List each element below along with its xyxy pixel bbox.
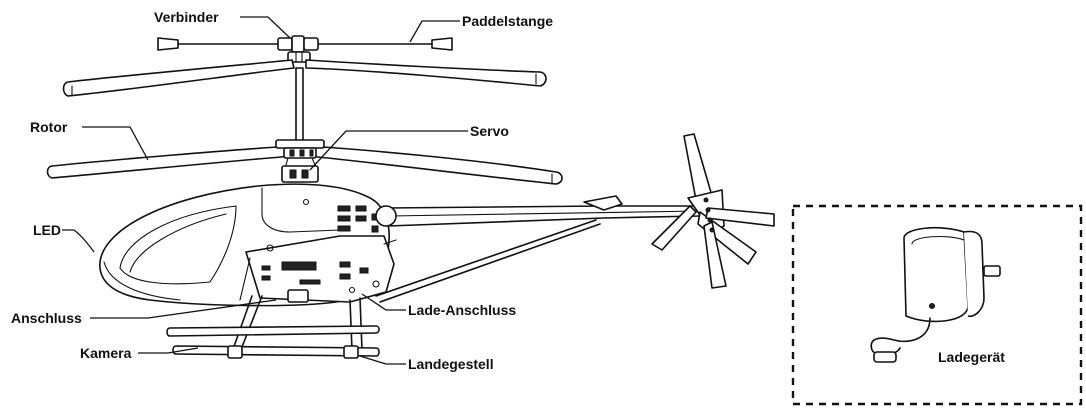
label-led: LED (33, 222, 61, 238)
tail-boom (376, 196, 700, 302)
label-verbinder: Verbinder (154, 9, 219, 25)
label-ladegeraet: Ladegerät (938, 349, 1005, 365)
label-kamera: Kamera (80, 345, 132, 361)
charger-illustration (871, 228, 1000, 362)
label-rotor: Rotor (30, 119, 68, 135)
label-paddelstange: Paddelstange (462, 13, 553, 29)
servo (282, 166, 318, 182)
connector-hub (278, 36, 318, 62)
label-lade-anschluss: Lade-Anschluss (408, 302, 516, 318)
labels: Verbinder Paddelstange Rotor Servo LED A… (11, 9, 1005, 372)
charger-box (793, 206, 1081, 404)
upper-rotor (64, 60, 547, 96)
main-shaft (296, 68, 303, 142)
label-landegestell: Landegestell (408, 356, 494, 372)
label-anschluss: Anschluss (11, 310, 82, 326)
label-servo: Servo (470, 123, 509, 139)
